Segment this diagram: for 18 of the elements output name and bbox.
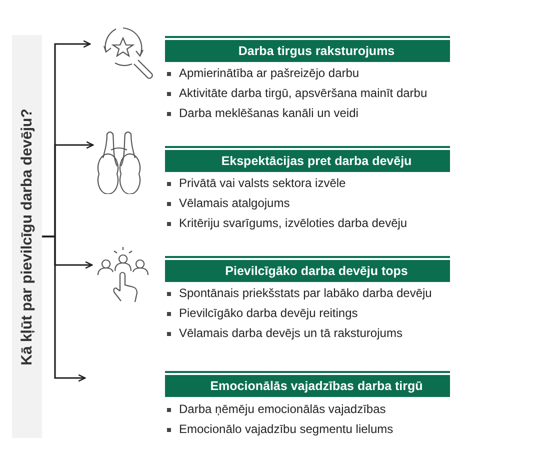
bullet-item: Kritēriju svarīgums, izvēloties darba devēju bbox=[165, 216, 408, 230]
bullet-item: Vēlamais darba devējs un tā raksturojums bbox=[165, 326, 402, 340]
section-header: Darba tirgus raksturojums bbox=[165, 36, 450, 62]
bullet-item: Aktivitāte darba tirgū, apsvēršana mainīt darbu bbox=[165, 86, 428, 100]
arrow bbox=[42, 236, 86, 382]
bullet-item: Darba ņēmēju emocionālās vajadzības bbox=[165, 402, 386, 416]
bullet-item: Apmierinātība ar pašreizējo darbu bbox=[165, 66, 360, 80]
question-text: Kā kļūt par pievilcīgu darba devēju? bbox=[18, 108, 36, 365]
section-header: Pievilcīgāko darba devēju tops bbox=[165, 256, 450, 282]
question-band bbox=[12, 35, 42, 438]
section-header: Ekspektācijas pret darba devēju bbox=[165, 146, 450, 172]
section-header: Emocionālās vajadzības darba tirgū bbox=[165, 371, 450, 397]
bullet-item: Vēlamais atalgojums bbox=[165, 196, 290, 210]
bullet-item: Privātā vai valsts sektora izvēle bbox=[165, 176, 346, 190]
bullet-item: Emocionālo vajadzību segmentu lielums bbox=[165, 422, 394, 436]
bullet-item: Darba meklēšanas kanāli un veidi bbox=[165, 106, 358, 120]
bullet-item: Pievilcīgāko darba devēju reitings bbox=[165, 306, 358, 320]
bullet-item: Spontānais priekšstats par labāko darba devēju bbox=[165, 286, 432, 300]
